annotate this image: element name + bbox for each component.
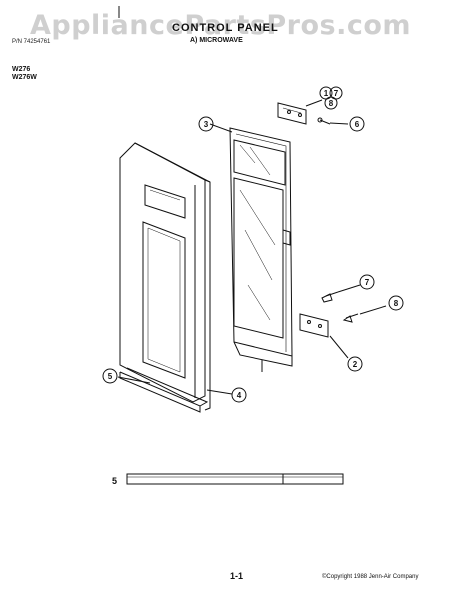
page-number: 1-1 xyxy=(230,571,244,581)
copyright: ©Copyright 1988 Jenn-Air Company xyxy=(322,574,419,580)
frame-panel xyxy=(229,127,293,372)
callout-3: 3 xyxy=(204,120,209,129)
callout-6: 6 xyxy=(355,120,360,129)
top-hinge xyxy=(277,102,307,125)
strip-part-5 xyxy=(126,473,344,485)
door-panel xyxy=(119,142,211,411)
page-subtitle: A) MICROWAVE xyxy=(190,37,243,44)
callout-1: 1 xyxy=(324,89,329,98)
bottom-hinge xyxy=(299,313,329,338)
strip-label: 5 xyxy=(112,476,118,486)
callout-4: 4 xyxy=(237,391,242,400)
callout-8-bottom: 8 xyxy=(394,299,399,308)
model-1: W276 xyxy=(12,66,31,73)
watermark: AppliancePartsPros.com xyxy=(30,10,412,41)
model-2: W276W xyxy=(12,74,37,81)
callout-8-top: 8 xyxy=(329,99,334,108)
callout-7-top: 7 xyxy=(334,89,339,98)
callout-5: 5 xyxy=(108,372,113,381)
callout-7-bottom: 7 xyxy=(365,278,370,287)
part-number: P/N 74254761 xyxy=(12,39,51,45)
trim-strip xyxy=(119,367,209,407)
callout-2: 2 xyxy=(353,360,358,369)
page-title: CONTROL PANEL xyxy=(172,22,279,34)
